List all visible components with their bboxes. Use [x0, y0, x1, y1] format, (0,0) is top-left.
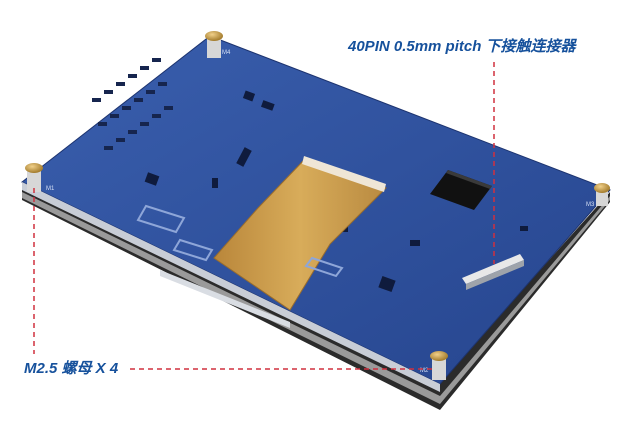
flex-cable-connector [302, 156, 386, 192]
ic-chip-icon [430, 170, 492, 210]
metal-frame-strip [22, 182, 440, 392]
standoff-callout-label: M2.5 螺母 X 4 [24, 360, 119, 377]
connector-callout-label: 40PIN 0.5mm pitch 下接触连接器 [348, 38, 576, 55]
board-cutouts [136, 204, 344, 278]
brass-standoff-icon [594, 183, 610, 206]
silkscreen-m4: M4 [222, 50, 231, 56]
brass-standoff-icon [25, 163, 43, 192]
fpc-connector-40pin [462, 254, 524, 290]
side-connector-rail [160, 270, 290, 328]
smd-components [144, 90, 528, 293]
silkscreen-m1: M1 [46, 186, 55, 192]
silkscreen-m3: M3 [586, 202, 595, 208]
brass-standoff-icon [205, 31, 223, 58]
header-pins [92, 58, 173, 150]
silkscreen-m2: M2 [420, 368, 429, 374]
flex-ribbon-cable [213, 159, 387, 311]
brass-standoff-icon [430, 351, 448, 380]
standoff-leader-line [33, 188, 432, 370]
